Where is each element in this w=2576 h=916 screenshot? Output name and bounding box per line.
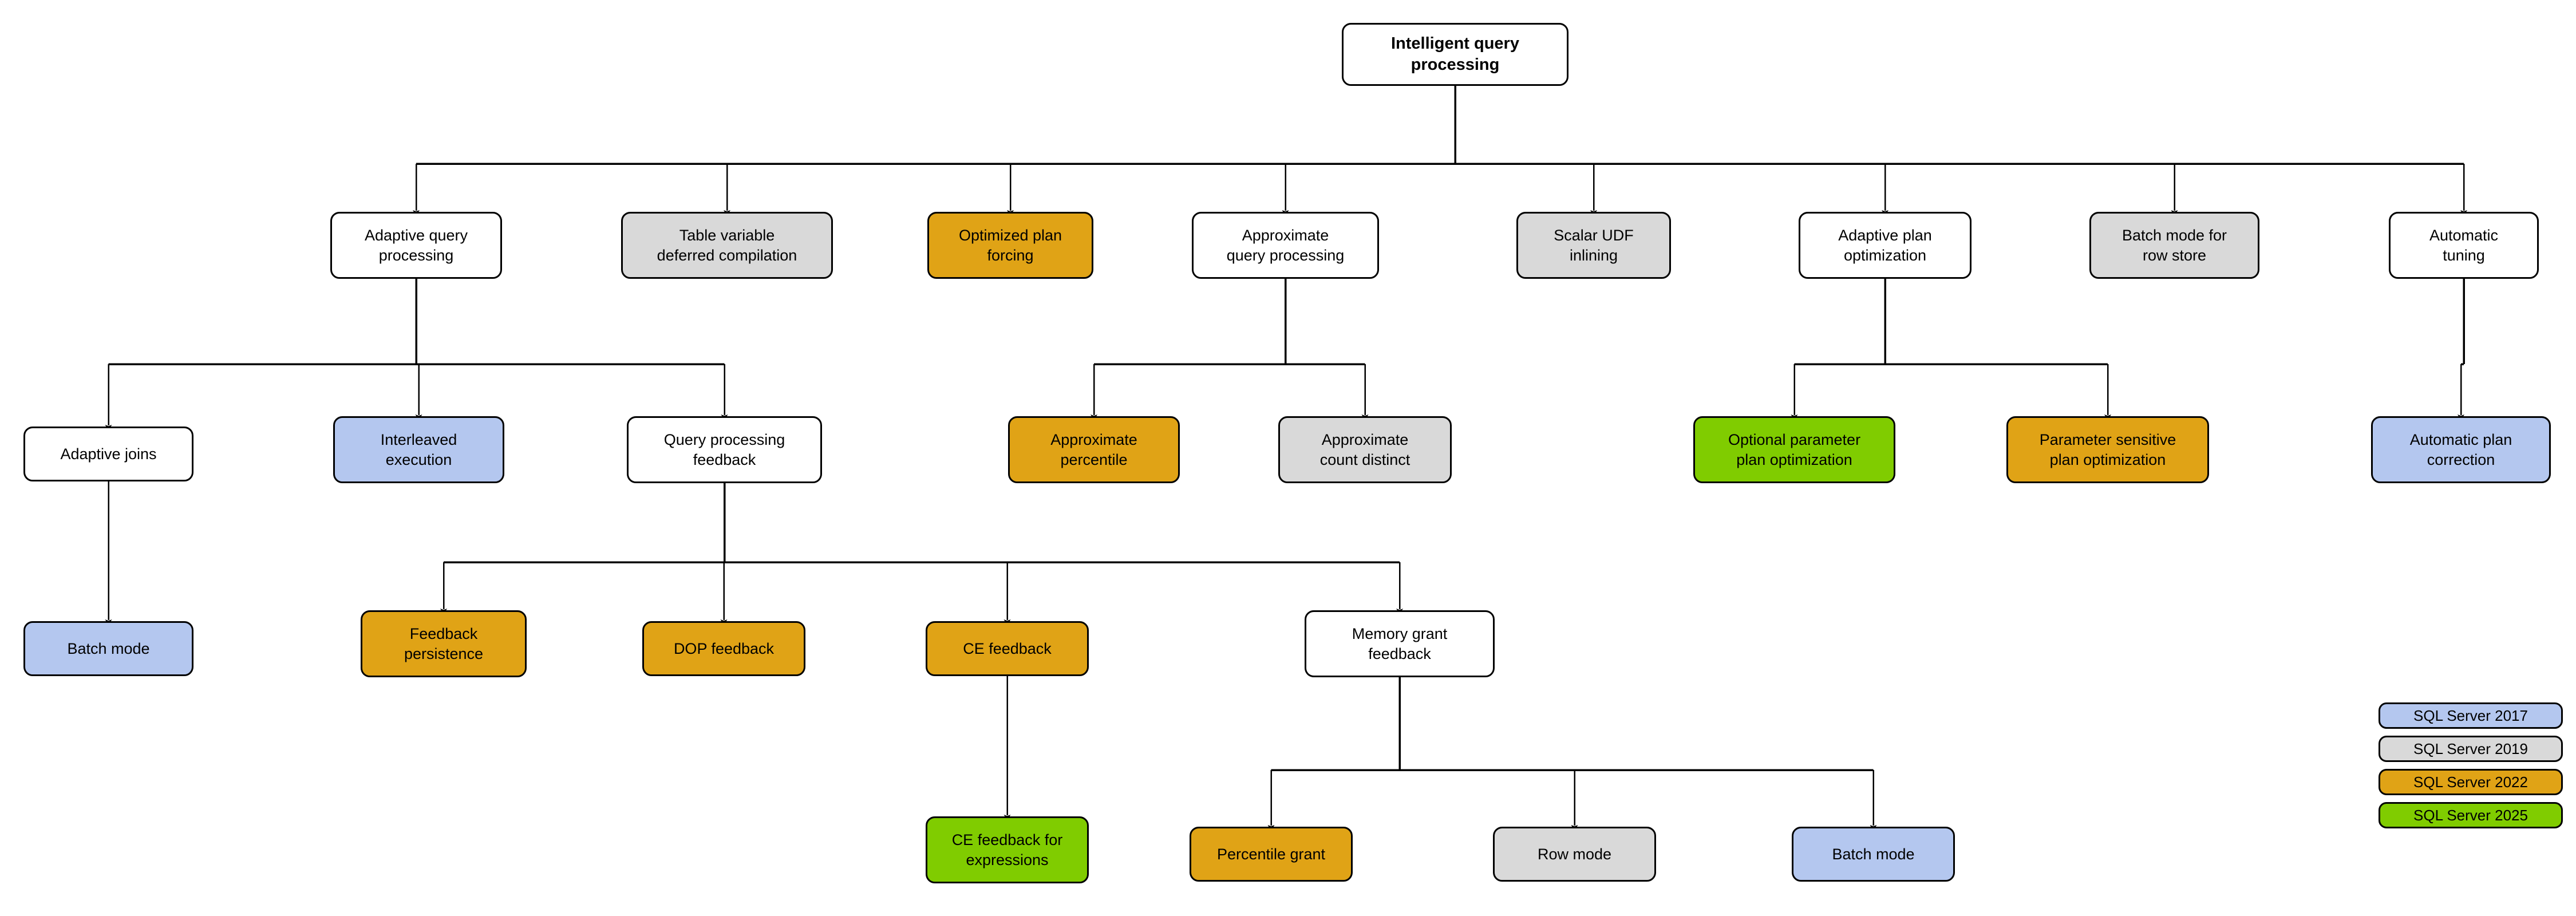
- node-adaptive-query-processing[interactable]: Adaptive query processing: [330, 212, 502, 279]
- node-feedback-persistence[interactable]: Feedback persistence: [361, 610, 527, 677]
- node-memory-grant-feedback[interactable]: Memory grant feedback: [1305, 610, 1495, 677]
- legend-sql-server-2022: SQL Server 2022: [2379, 769, 2563, 795]
- node-batch-mode-for-row-store[interactable]: Batch mode for row store: [2089, 212, 2259, 279]
- legend-sql-server-2017: SQL Server 2017: [2379, 702, 2563, 729]
- node-batch-mode-aj[interactable]: Batch mode: [23, 621, 193, 676]
- node-root-intelligent-query-processing[interactable]: Intelligent query processing: [1342, 23, 1568, 86]
- node-ce-feedback-for-expressions[interactable]: CE feedback for expressions: [926, 816, 1089, 883]
- node-table-variable-deferred-compilation[interactable]: Table variable deferred compilation: [621, 212, 833, 279]
- node-adaptive-joins[interactable]: Adaptive joins: [23, 427, 193, 481]
- node-adaptive-plan-optimization[interactable]: Adaptive plan optimization: [1799, 212, 1971, 279]
- legend-sql-server-2025: SQL Server 2025: [2379, 802, 2563, 828]
- node-approximate-query-processing[interactable]: Approximate query processing: [1192, 212, 1379, 279]
- node-optimized-plan-forcing[interactable]: Optimized plan forcing: [927, 212, 1093, 279]
- node-automatic-plan-correction[interactable]: Automatic plan correction: [2371, 416, 2551, 483]
- node-scalar-udf-inlining[interactable]: Scalar UDF inlining: [1516, 212, 1671, 279]
- node-optional-parameter-plan-optimization[interactable]: Optional parameter plan optimization: [1693, 416, 1895, 483]
- node-batch-mode-mgf[interactable]: Batch mode: [1792, 827, 1955, 882]
- node-dop-feedback[interactable]: DOP feedback: [642, 621, 805, 676]
- node-automatic-tuning[interactable]: Automatic tuning: [2389, 212, 2539, 279]
- node-approximate-percentile[interactable]: Approximate percentile: [1008, 416, 1180, 483]
- node-interleaved-execution[interactable]: Interleaved execution: [333, 416, 504, 483]
- node-percentile-grant[interactable]: Percentile grant: [1190, 827, 1353, 882]
- legend-sql-server-2019: SQL Server 2019: [2379, 736, 2563, 762]
- node-query-processing-feedback[interactable]: Query processing feedback: [627, 416, 822, 483]
- node-row-mode[interactable]: Row mode: [1493, 827, 1656, 882]
- node-approximate-count-distinct[interactable]: Approximate count distinct: [1278, 416, 1452, 483]
- node-ce-feedback[interactable]: CE feedback: [926, 621, 1089, 676]
- node-parameter-sensitive-plan-optimization[interactable]: Parameter sensitive plan optimization: [2006, 416, 2209, 483]
